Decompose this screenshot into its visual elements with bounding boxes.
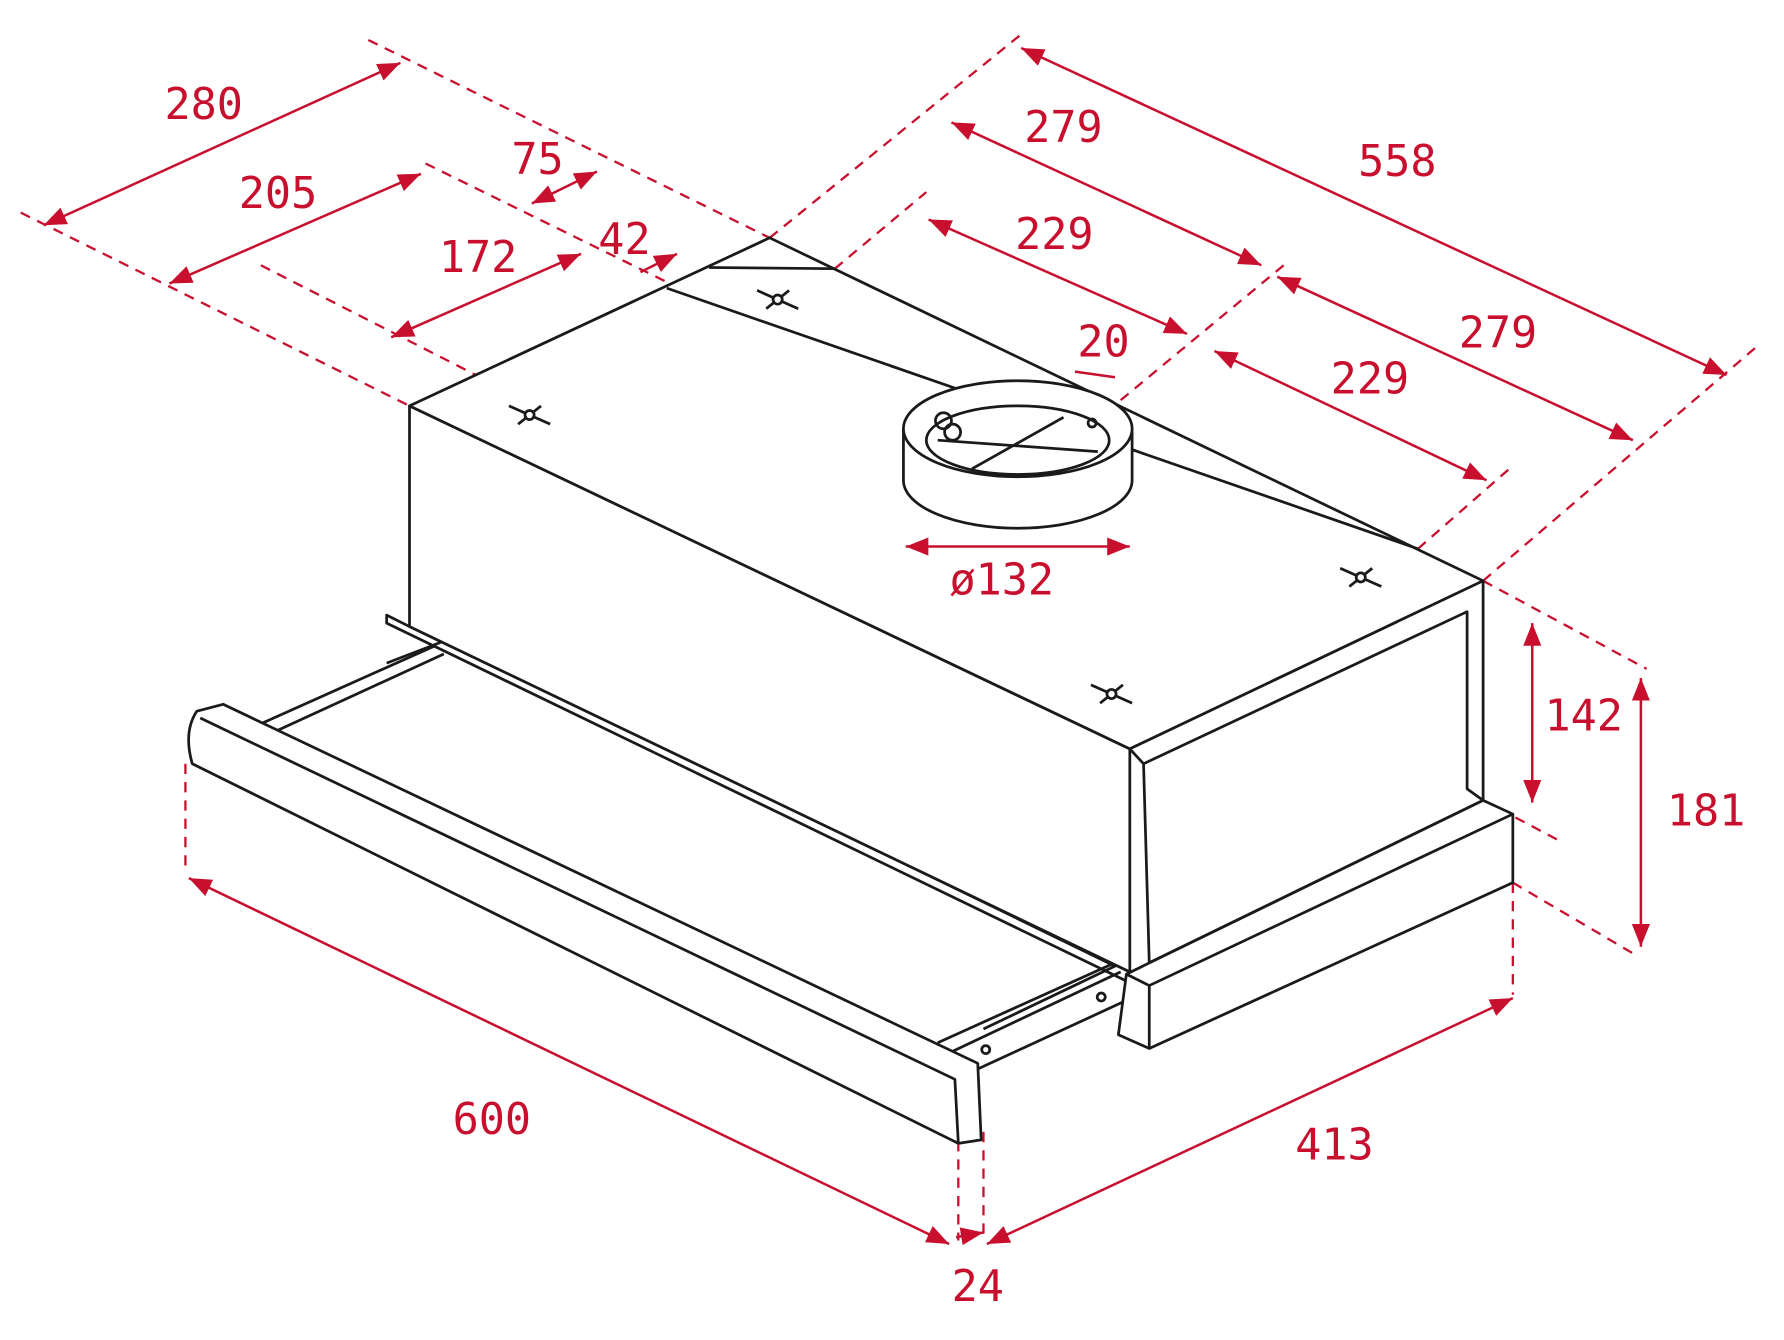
dim-142-label: 142 — [1544, 692, 1622, 742]
dim-172-arrow — [390, 252, 582, 339]
dim-280-arrow — [43, 61, 401, 227]
dim-75-arrow — [531, 170, 598, 205]
dim-20-mark — [1074, 370, 1116, 379]
dim-42-arrow — [639, 252, 678, 274]
mounting-screw-icons — [508, 289, 1382, 705]
dim-24-arrow — [955, 1227, 984, 1246]
dim-279a-arrow — [950, 121, 1262, 267]
dim-280-label: 280 — [164, 80, 242, 130]
dim-229b-label: 229 — [1331, 354, 1409, 404]
dim-229a-arrow — [928, 218, 1188, 336]
dim-279b-label: 279 — [1459, 309, 1537, 359]
dimension-arrows — [43, 46, 1728, 1246]
dim-172-label: 172 — [439, 233, 517, 283]
dim-558-label: 558 — [1358, 137, 1436, 187]
dim-205-label: 205 — [239, 169, 317, 219]
dim-20-label: 20 — [1077, 318, 1129, 368]
dim-600-arrow — [188, 876, 950, 1246]
dim-205-arrow — [168, 172, 422, 285]
dim-24-label: 24 — [952, 1262, 1004, 1312]
hood-body — [187, 236, 1515, 1145]
dim-413-label: 413 — [1295, 1120, 1373, 1170]
exhaust-collar — [902, 379, 1134, 530]
dim-181-label: 181 — [1667, 786, 1745, 836]
dim-132-label: ø132 — [949, 556, 1054, 606]
dim-413-arrow — [986, 997, 1514, 1246]
dim-600-label: 600 — [453, 1095, 531, 1145]
dim-229a-label: 229 — [1015, 210, 1093, 260]
dim-229b-arrow — [1213, 349, 1488, 482]
dim-279a-label: 279 — [1024, 103, 1102, 153]
dim-42-label: 42 — [598, 215, 650, 265]
dimension-labels: 280 205 172 75 42 279 558 229 20 279 229… — [164, 80, 1745, 1312]
dim-75-label: 75 — [511, 135, 563, 185]
